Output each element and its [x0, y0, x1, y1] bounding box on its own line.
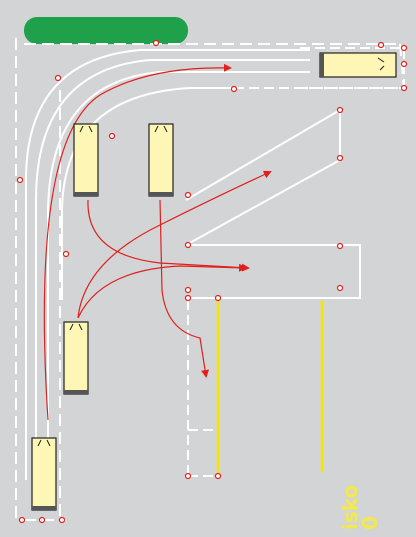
bus-5 [31, 437, 57, 511]
arrow-bus4-to-right [77, 263, 247, 319]
outer-boundary [15, 38, 405, 521]
bus-2 [73, 123, 99, 197]
bus-1 [319, 52, 397, 78]
path-arrows [43, 63, 272, 421]
top-right-bay [234, 47, 405, 89]
header-bar [24, 17, 188, 44]
corner-label-line: 0 [358, 516, 382, 530]
corner-label-line: isko [338, 484, 362, 530]
arrow-left-to-top [43, 63, 232, 421]
arrow-bus4-to-diagonal [77, 170, 272, 319]
lower-dashed-bay [187, 300, 219, 477]
cone-markers [16, 39, 408, 524]
curved-lanes [25, 49, 310, 480]
arrow-bus2-to-right [87, 199, 250, 272]
arrow-bus3-down [159, 199, 210, 378]
bus-3 [148, 123, 174, 197]
bus-4 [63, 321, 89, 395]
yellow-lines [216, 300, 324, 476]
diagonal-lanes [185, 109, 361, 299]
